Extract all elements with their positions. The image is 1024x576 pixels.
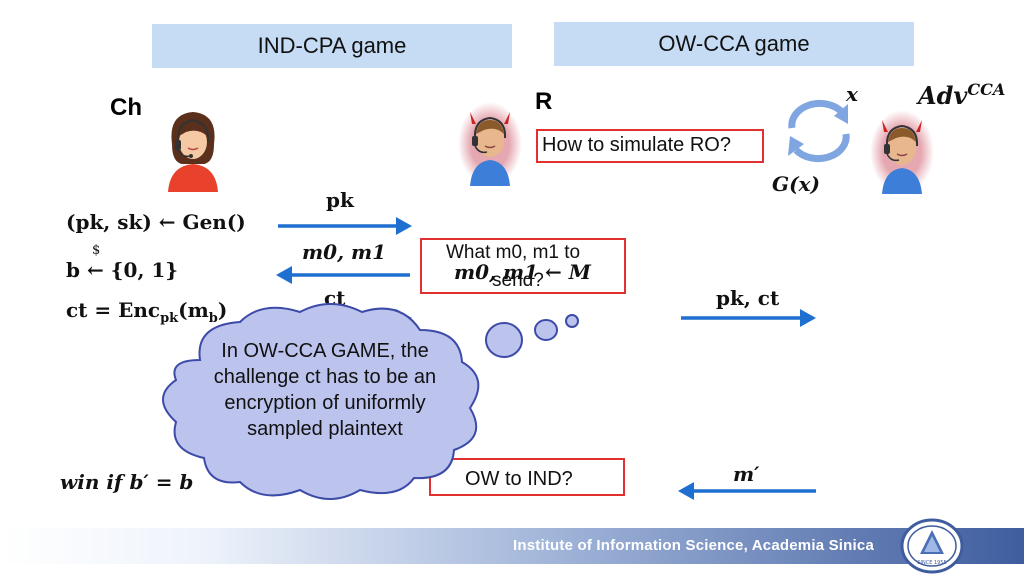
simulate-ro-box: How to simulate RO? <box>536 129 764 163</box>
simulate-ro-text: How to simulate RO? <box>542 134 731 156</box>
footer-institute: Institute of Information Science, Academ… <box>513 537 874 554</box>
enc-close: ) <box>217 298 228 322</box>
logo-text: SINCE 1955 <box>917 560 946 566</box>
reduction-label: R <box>535 88 553 115</box>
reduction-avatar-icon <box>458 102 522 186</box>
sample-overlay: m0, m1 ← M <box>454 260 591 284</box>
ind-cpa-title-text: IND-CPA game <box>257 33 407 58</box>
adversary-base: Adv <box>918 81 968 110</box>
pk-ct-arrowhead <box>800 309 816 327</box>
what-to-send-box: What m0, m1 to send? m0, m1 ← M <box>420 238 626 294</box>
enc-sub: pk <box>160 311 179 326</box>
win-step: win if b′ = b <box>60 470 194 494</box>
cycle-arrows-icon <box>788 99 850 163</box>
ow-cca-title: OW-CCA game <box>554 22 914 66</box>
sample-dollar: $ <box>92 243 101 258</box>
x-label: x <box>846 82 858 106</box>
institute-logo-icon: SINCE 1955 <box>900 518 964 574</box>
m-prime-arrowhead <box>678 482 694 500</box>
m-prime-label: m′ <box>733 462 760 486</box>
enc-step: ct = Encpk(mb) <box>66 298 227 326</box>
footer-bar <box>0 528 1024 564</box>
adversary-sup: CCA <box>967 80 1006 99</box>
pk-label: pk <box>326 188 354 212</box>
enc-main: ct = Enc <box>66 298 161 322</box>
b-sample-step: b ← {0, 1} <box>66 258 179 282</box>
ind-cpa-title: IND-CPA game <box>152 24 512 68</box>
enc-arg-sub: b <box>208 311 218 326</box>
enc-arg: (m <box>178 298 209 322</box>
ow-to-ind-text: OW to IND? <box>465 468 573 490</box>
gen-step: (pk, sk) ← Gen() <box>66 210 246 234</box>
adversary-avatar-icon <box>870 110 934 194</box>
what-to-send-line2: send? <box>492 270 544 291</box>
m0-m1-label: m0, m1 <box>302 240 387 264</box>
ow-cca-title-text: OW-CCA game <box>658 31 810 56</box>
g-of-x-label: G(x) <box>772 172 820 196</box>
m0-m1-arrowhead <box>276 266 292 284</box>
challenger-label: Ch <box>110 94 142 121</box>
what-to-send-line1: What m0, m1 to <box>446 242 581 263</box>
pk-ct-label: pk, ct <box>716 286 780 310</box>
ow-to-ind-box: OW to IND? <box>429 458 625 496</box>
thought-cloud-text: In OW-CCA GAME, the challenge ct has to … <box>213 340 437 440</box>
pk-arrowhead <box>396 217 412 235</box>
challenger-avatar-icon <box>168 112 218 192</box>
adversary-label: AdvCCA <box>918 80 1005 110</box>
